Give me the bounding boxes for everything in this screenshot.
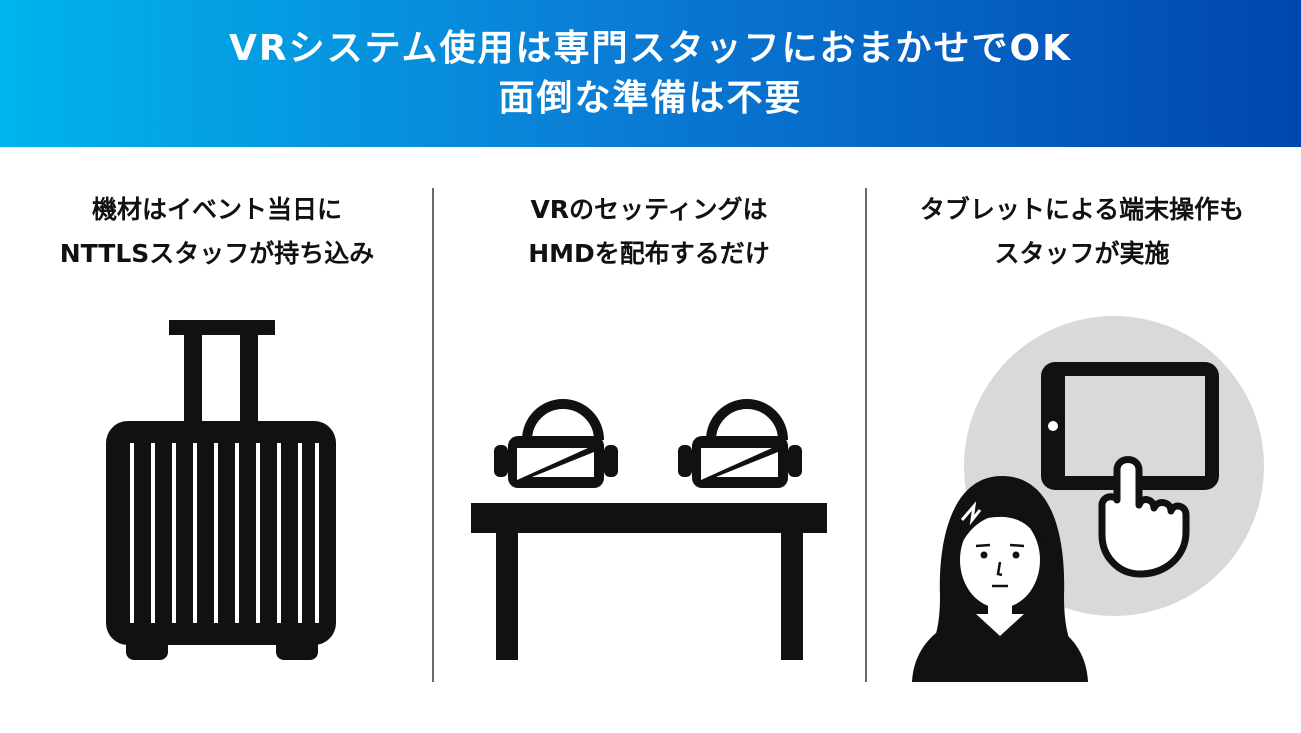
- panel-3-caption-line1: タブレットによる端末操作も: [919, 195, 1245, 224]
- panel-1-caption: 機材はイベント当日に NTTLSスタッフが持ち込み: [2, 188, 432, 276]
- column-divider: [865, 188, 867, 682]
- panel-2-caption: VRのセッティングは HMDを配布するだけ: [434, 188, 864, 276]
- header-title-line2: 面倒な準備は不要: [498, 77, 803, 119]
- staff-operating-tablet-icon: [912, 316, 1264, 682]
- panel-2-caption-line2: HMDを配布するだけ: [528, 239, 770, 268]
- vr-headsets-on-table-icon: [471, 399, 827, 660]
- header-banner: VRシステム使用は専門スタッフにおまかせでOK 面倒な準備は不要: [0, 0, 1301, 147]
- suitcase-icon: [106, 320, 336, 660]
- panel-3-caption: タブレットによる端末操作も スタッフが実施: [867, 188, 1297, 276]
- column-divider: [432, 188, 434, 682]
- header-title-line1: VRシステム使用は専門スタッフにおまかせでOK: [228, 27, 1072, 69]
- panel-2-caption-line1: VRのセッティングは: [530, 195, 768, 224]
- panel-1-caption-line2: NTTLSスタッフが持ち込み: [59, 239, 375, 268]
- panel-3-caption-line2: スタッフが実施: [994, 239, 1170, 268]
- panel-1-caption-line1: 機材はイベント当日に: [91, 195, 342, 224]
